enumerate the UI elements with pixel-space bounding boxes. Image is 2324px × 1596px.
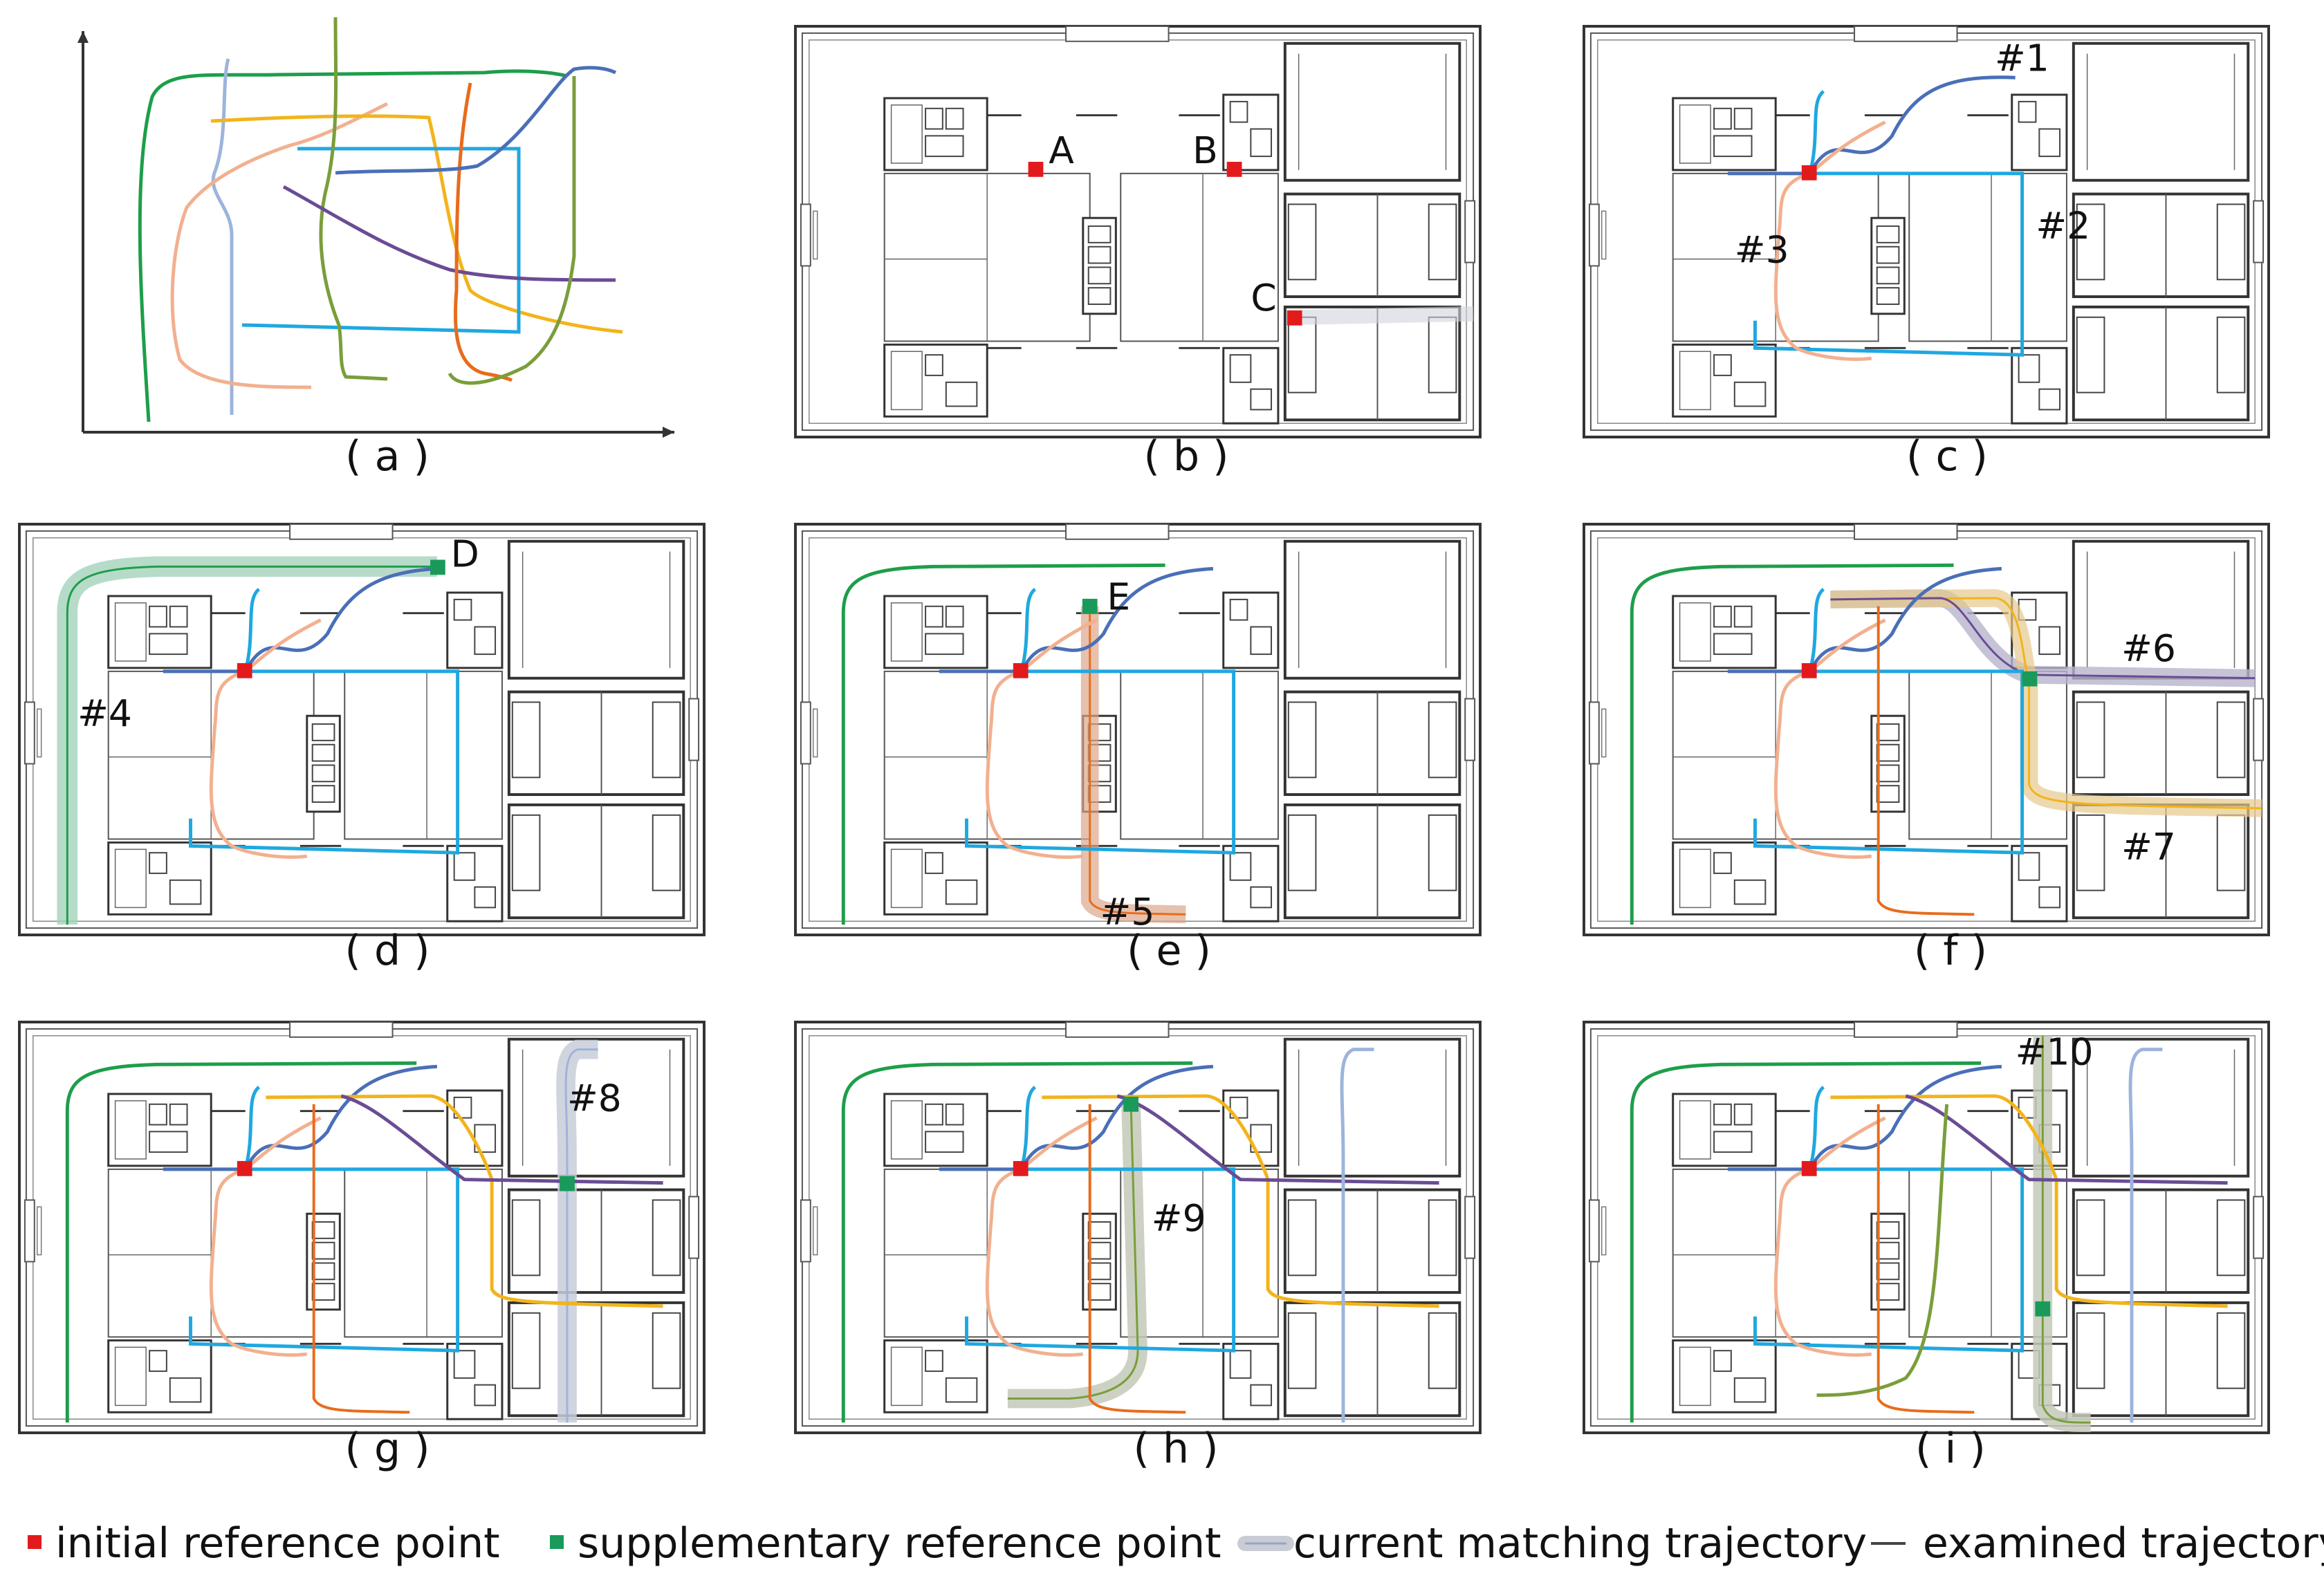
supplementary-reference-point xyxy=(2035,1301,2051,1317)
trajectory-olive-2 xyxy=(448,76,576,385)
y-axis-arrow-icon xyxy=(77,31,89,43)
initial-reference-point xyxy=(1801,662,1817,678)
trajectory-blue xyxy=(335,66,617,175)
floor-plan xyxy=(1583,523,2270,936)
initial-reference-point-a xyxy=(1028,162,1044,177)
label-t5: #5 xyxy=(1100,890,1155,934)
initial-reference-point xyxy=(1801,165,1817,180)
legend-supplementary-marker-icon xyxy=(550,1535,564,1549)
trajectory-yellow xyxy=(210,114,623,334)
trajectory-cyan xyxy=(241,147,521,334)
trajectory-1 xyxy=(1727,75,2016,176)
supplementary-reference-point-e xyxy=(1082,598,1098,614)
label-t6: #6 xyxy=(2121,627,2176,670)
panel-label-i: ( i ) xyxy=(1915,1425,1986,1473)
label-t7: #7 xyxy=(2121,825,2176,869)
trajectory-orange xyxy=(453,82,513,382)
panel-b: A B C xyxy=(794,25,1482,438)
label-t3: #3 xyxy=(1735,228,1789,272)
initial-reference-point-b xyxy=(1226,162,1242,177)
panel-label-f: ( f ) xyxy=(1914,927,1987,975)
panel-e: E #5 xyxy=(794,523,1482,936)
label-d: D xyxy=(451,532,479,575)
label-t2: #2 xyxy=(2036,204,2090,248)
initial-reference-point xyxy=(1013,662,1029,678)
supplementary-reference-point xyxy=(2022,671,2038,687)
panel-label-h: ( h ) xyxy=(1134,1425,1219,1473)
label-t8: #8 xyxy=(567,1077,622,1120)
label-b: B xyxy=(1192,129,1218,172)
trajectory-2 xyxy=(1753,171,2025,357)
trajectory-olive xyxy=(319,17,388,381)
label-a: A xyxy=(1049,129,1074,172)
panel-h: #9 xyxy=(794,1021,1482,1434)
floor-plan xyxy=(794,25,1482,438)
legend-examined-label: examined trajectory xyxy=(1923,1519,2324,1568)
trajectory-lightblue xyxy=(211,58,234,415)
supplementary-reference-point xyxy=(560,1176,575,1191)
initial-reference-point xyxy=(1013,1160,1029,1176)
panel-label-a: ( a ) xyxy=(345,432,430,481)
panel-g: #8 xyxy=(18,1021,706,1434)
legend-supplementary-label: supplementary reference point xyxy=(578,1519,1221,1568)
initial-reference-point xyxy=(1801,1160,1817,1176)
label-t9: #9 xyxy=(1152,1196,1206,1240)
panel-label-d: ( d ) xyxy=(344,927,430,975)
label-e: E xyxy=(1107,575,1130,619)
legend-current-label: current matching trajectory xyxy=(1293,1519,1867,1568)
panel-c: #1 #2 #3 xyxy=(1583,25,2270,438)
legend-initial-label: initial reference point xyxy=(55,1519,500,1568)
legend: initial reference point supplementary re… xyxy=(28,1519,2324,1568)
panel-label-b: ( b ) xyxy=(1143,432,1228,481)
floor-plan xyxy=(1583,1021,2270,1434)
panel-i: #10 xyxy=(1583,1021,2270,1434)
label-t10: #10 xyxy=(2016,1030,2094,1073)
initial-reference-point xyxy=(237,662,252,678)
trajectory-peach xyxy=(170,102,389,389)
panel-a: ( a ) xyxy=(77,17,674,481)
panel-label-e: ( e ) xyxy=(1127,927,1211,975)
trajectory-green xyxy=(138,69,568,423)
legend-initial-marker-icon xyxy=(28,1535,42,1549)
trajectory-purple xyxy=(282,185,616,282)
floor-plan xyxy=(794,523,1482,936)
panel-d: D #4 xyxy=(18,523,706,936)
panel-f: #6 #7 xyxy=(1583,523,2270,936)
supplementary-reference-point xyxy=(1123,1096,1138,1112)
label-t1: #1 xyxy=(1995,36,2049,80)
supplementary-reference-point-d xyxy=(430,559,445,575)
trajectory-3 xyxy=(1773,171,1872,361)
panel-label-g: ( g ) xyxy=(344,1425,430,1473)
current-matching-trajectory xyxy=(1302,306,1474,325)
panel-label-c: ( c ) xyxy=(1906,432,1988,481)
initial-reference-point xyxy=(237,1160,252,1176)
floor-plan xyxy=(1583,25,2270,438)
initial-reference-point-c xyxy=(1286,310,1302,326)
label-t4: #4 xyxy=(77,692,132,735)
label-c: C xyxy=(1251,276,1276,319)
x-axis-arrow-icon xyxy=(663,427,674,438)
